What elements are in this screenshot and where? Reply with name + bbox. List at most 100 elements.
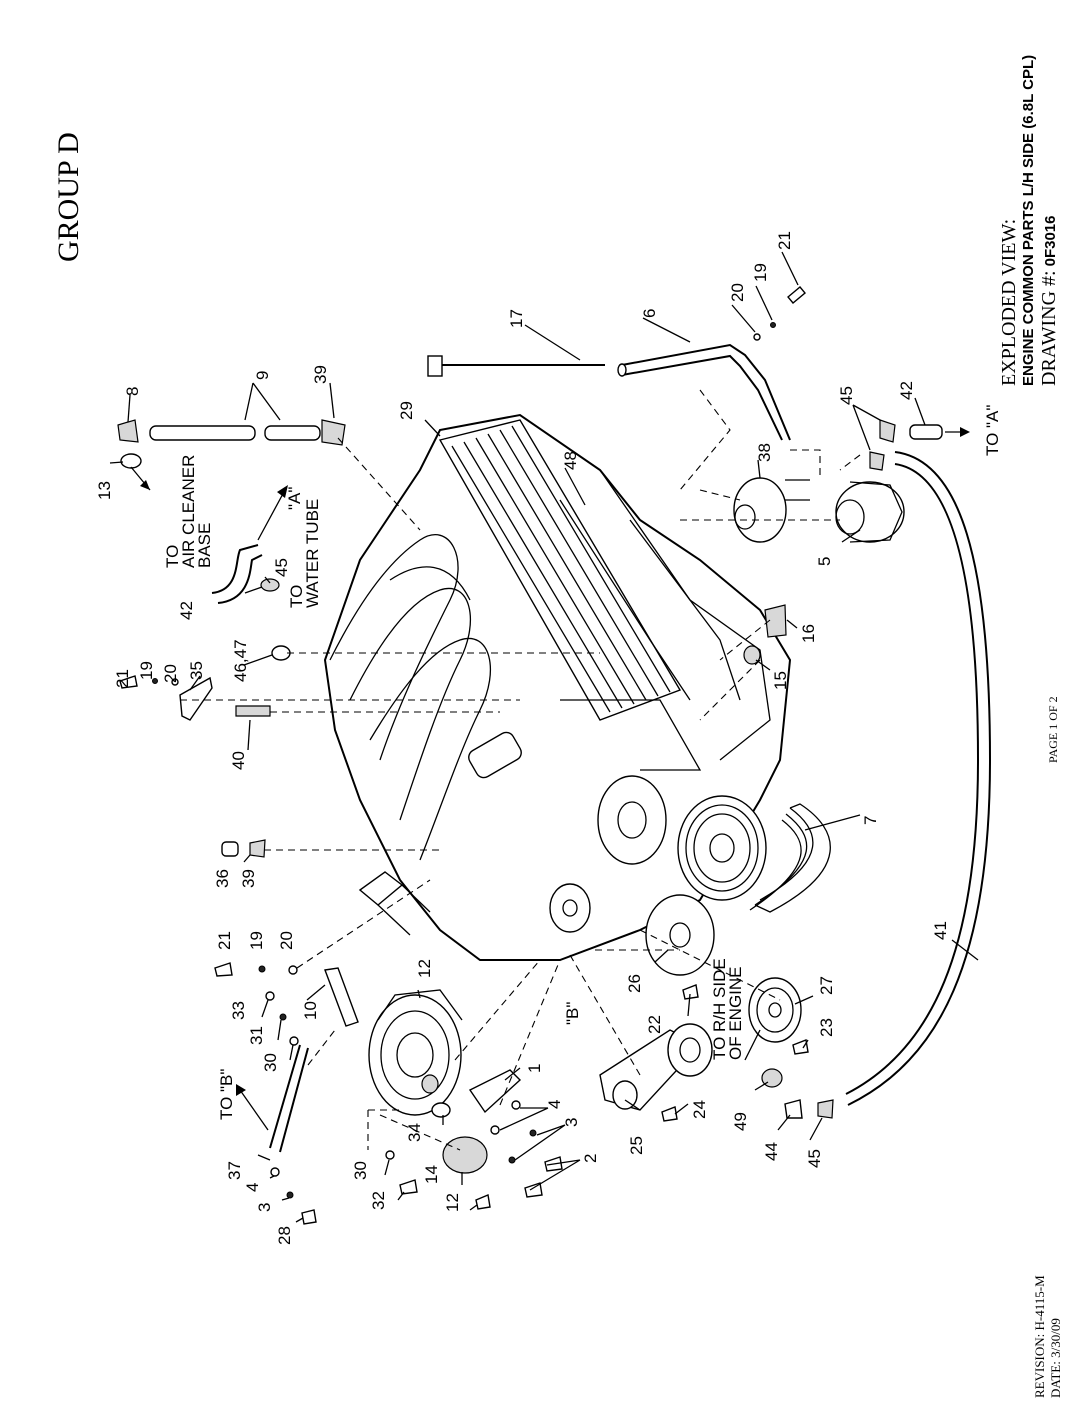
- view-title: EXPLODED VIEW:: [998, 218, 1020, 386]
- callout-30: 30: [261, 1053, 280, 1072]
- part-35-bracket: [119, 675, 213, 721]
- callout-28: 28: [275, 1226, 294, 1245]
- callout-32: 32: [369, 1191, 388, 1210]
- callout-22: 22: [645, 1015, 664, 1034]
- part-1-bracket: [468, 1069, 563, 1198]
- part-36-39-fittings: [221, 839, 266, 858]
- hardware-28-3-4-lower-left: [270, 1167, 317, 1225]
- callout-30: 30: [351, 1161, 370, 1180]
- callout-26: 26: [625, 974, 644, 993]
- part-38-filter-adapter: [733, 477, 810, 543]
- drawing-number: 0F3016: [1042, 215, 1059, 267]
- routing-notes: TO AIR CLEANER BASE "A" TO WATER TUBE TO…: [163, 405, 1002, 1120]
- callout-49: 49: [731, 1112, 750, 1131]
- callout-19: 19: [751, 263, 770, 282]
- part-17-dipstick: [427, 355, 605, 377]
- part-6-dipstick-tube: [617, 343, 791, 441]
- revision-block: REVISION: H-4115-M DATE: 3/30/09: [1032, 1275, 1064, 1398]
- callout-numbers: 8 13 9 39 29 17 6 20 19 21 48 38 45 42 5…: [95, 231, 950, 1245]
- callout-9: 9: [253, 371, 272, 380]
- part-41-hose: [845, 451, 992, 1106]
- callout-21: 21: [215, 931, 234, 950]
- callout-12: 12: [443, 1193, 462, 1212]
- note-to-a-right: TO "A": [983, 405, 1002, 456]
- callout-48: 48: [561, 451, 580, 470]
- part-26-idler-pulley: [645, 894, 715, 1000]
- callout-33: 33: [229, 1001, 248, 1020]
- callout-13: 13: [95, 481, 114, 500]
- note-to-air-cleaner-2: AIR CLEANER: [179, 455, 198, 568]
- part-37-brace: [236, 991, 309, 1153]
- note-to-b: TO "B": [217, 1069, 236, 1120]
- callout-10: 10: [301, 1001, 320, 1020]
- callout-4: 4: [243, 1183, 262, 1192]
- callout-8: 8: [123, 387, 142, 396]
- note-to-air-cleaner-1: TO: [163, 545, 182, 568]
- revision-value: H-4115-M: [1032, 1275, 1047, 1331]
- callout-29: 29: [397, 401, 416, 420]
- callout-12: 12: [415, 959, 434, 978]
- part-12-alternator: [368, 989, 463, 1116]
- callout-17: 17: [507, 309, 526, 328]
- hardware-30-32-34-14-12: [385, 1102, 491, 1210]
- callout-20: 20: [277, 931, 296, 950]
- title-block: EXPLODED VIEW: ENGINE COMMON PARTS L/H S…: [998, 55, 1062, 386]
- callout-16: 16: [799, 624, 818, 643]
- callout-14: 14: [422, 1165, 441, 1184]
- fittings-45-42-right: [869, 419, 970, 471]
- callout-3: 3: [562, 1118, 581, 1127]
- view-description: ENGINE COMMON PARTS L/H SIDE (6.8L CPL): [1020, 54, 1037, 386]
- callout-41: 41: [931, 921, 950, 940]
- callout-20: 20: [728, 283, 747, 302]
- callout-34: 34: [405, 1123, 424, 1142]
- callout-42: 42: [897, 381, 916, 400]
- part-27-pulley: [748, 977, 809, 1055]
- group-title: GROUP D: [52, 132, 85, 262]
- callout-7: 7: [861, 816, 880, 825]
- callout-46-47: 46,47: [231, 639, 250, 682]
- callout-44: 44: [762, 1142, 781, 1161]
- page-number: PAGE 1 OF 2: [1046, 696, 1060, 763]
- callout-24: 24: [690, 1100, 709, 1119]
- drawing-number-row: DRAWING #: 0F3016: [1038, 55, 1062, 386]
- part-5-oil-filter: [835, 481, 905, 543]
- callout-42: 42: [177, 601, 196, 620]
- callout-leader-lines: [109, 251, 979, 1223]
- note-b-marker: "B": [563, 1002, 582, 1025]
- callout-21: 21: [113, 669, 132, 688]
- note-to-water-tube-1: TO: [287, 585, 306, 608]
- date-row: DATE: 3/30/09: [1048, 1275, 1064, 1398]
- callout-5: 5: [815, 557, 834, 566]
- callout-21: 21: [775, 231, 794, 250]
- note-a-upper: "A": [285, 487, 304, 510]
- callout-15: 15: [771, 671, 790, 690]
- note-to-air-cleaner-3: BASE: [195, 523, 214, 568]
- callout-39: 39: [239, 869, 258, 888]
- callout-40: 40: [229, 751, 248, 770]
- fittings-49-44-45: [744, 1029, 834, 1119]
- callout-35: 35: [187, 661, 206, 680]
- revision-row: REVISION: H-4115-M: [1032, 1275, 1048, 1398]
- part-42-hose-upper: [211, 485, 288, 604]
- callout-2: 2: [581, 1154, 600, 1163]
- revision-label: REVISION:: [1032, 1333, 1047, 1398]
- hardware-20-19-21-upper: [753, 286, 806, 341]
- note-to-water-tube-2: WATER TUBE: [303, 499, 322, 608]
- callout-1: 1: [525, 1064, 544, 1073]
- callout-45: 45: [837, 386, 856, 405]
- callout-37: 37: [225, 1161, 244, 1180]
- engine-assembly: [323, 413, 792, 961]
- part-40-sensor: [235, 705, 271, 717]
- assembly-leader-lines: [180, 389, 861, 1151]
- note-to-rh-1: TO R/H SIDE: [710, 958, 729, 1060]
- callout-3: 3: [255, 1203, 274, 1212]
- callout-36: 36: [213, 869, 232, 888]
- date-label: DATE:: [1048, 1361, 1063, 1398]
- part-10-bracket: [214, 962, 359, 1027]
- date-value: 3/30/09: [1048, 1318, 1063, 1358]
- callout-20: 20: [161, 664, 180, 683]
- callout-39: 39: [311, 365, 330, 384]
- part-16-15-sensor: [743, 604, 787, 665]
